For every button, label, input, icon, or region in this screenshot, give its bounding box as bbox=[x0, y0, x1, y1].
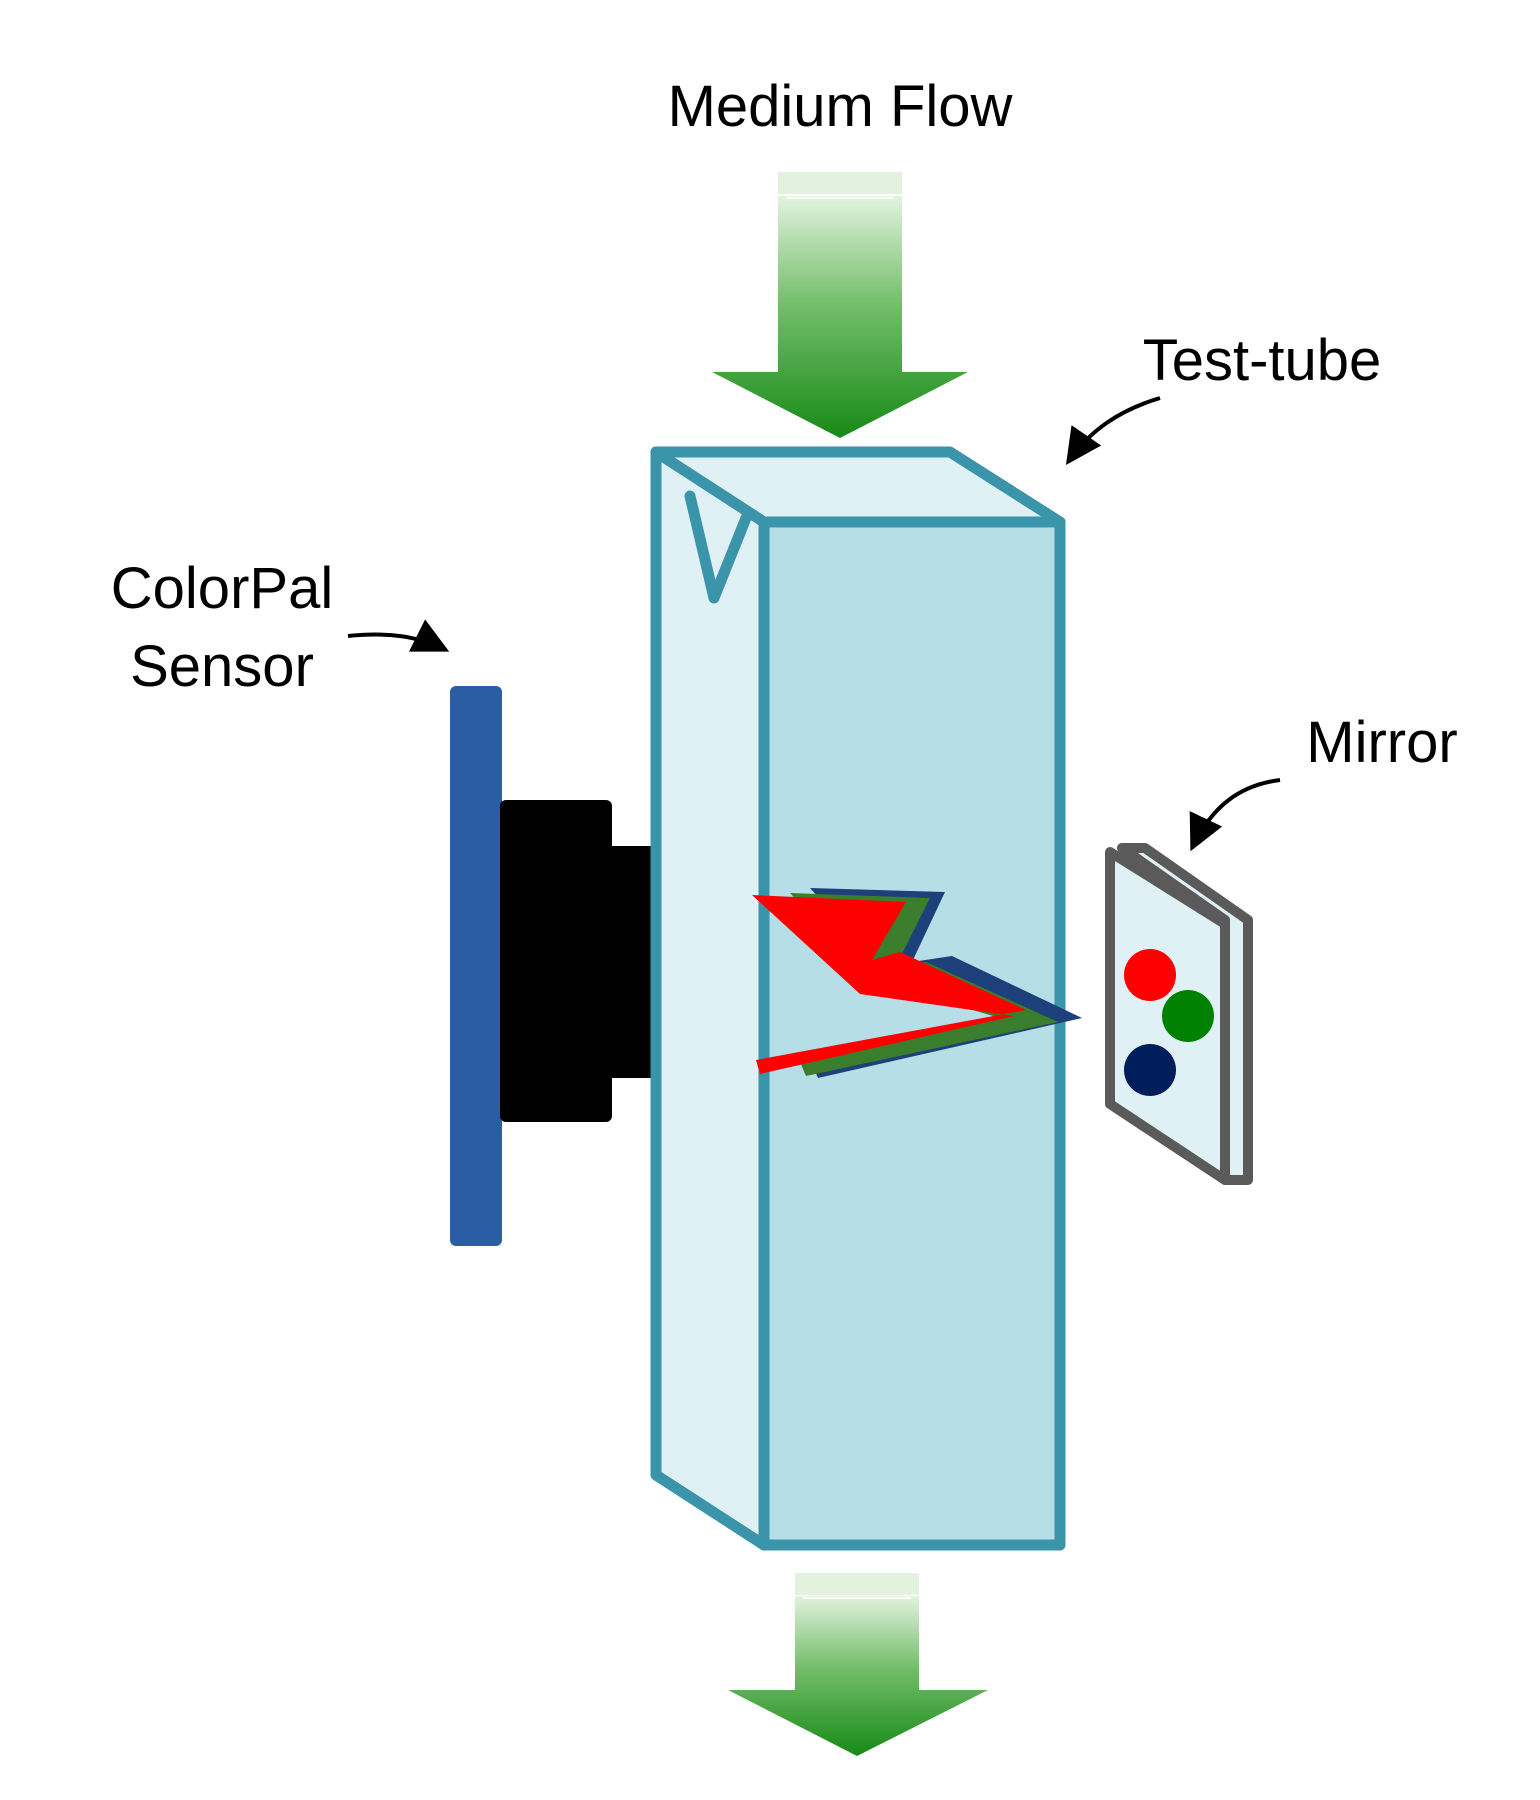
light-beam-red bbox=[752, 895, 1026, 1074]
mirror bbox=[1105, 843, 1253, 1185]
mirror-dot-blue bbox=[1124, 1044, 1176, 1096]
mirror-pointer-arrow bbox=[1189, 778, 1281, 852]
mirror-label: Mirror bbox=[1306, 710, 1457, 775]
sensor-body-back bbox=[500, 800, 612, 1122]
sensor-board bbox=[450, 686, 502, 1246]
sensor-label-line1: ColorPal bbox=[111, 556, 333, 621]
test-tube-label: Test-tube bbox=[1143, 328, 1382, 393]
mirror-dot-red bbox=[1124, 949, 1176, 1001]
mirror-dot-green bbox=[1162, 990, 1214, 1042]
medium-flow-label: Medium Flow bbox=[668, 74, 1014, 139]
sensor-label-line2: Sensor bbox=[130, 634, 314, 699]
sensor-pointer-arrow bbox=[347, 619, 450, 652]
medium-flow-in-arrow bbox=[712, 172, 968, 438]
medium-flow-out-arrow bbox=[728, 1573, 988, 1756]
test-tube-pointer-arrow bbox=[1065, 396, 1161, 465]
